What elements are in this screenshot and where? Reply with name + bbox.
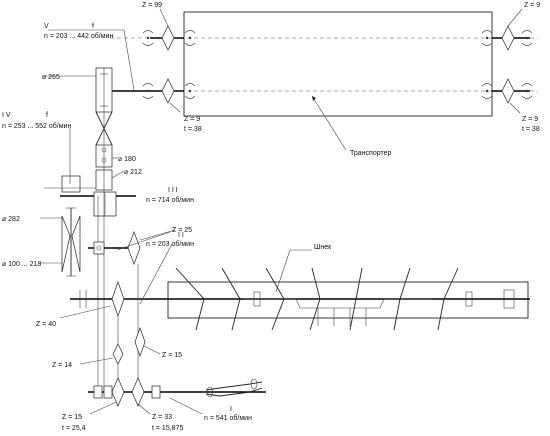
- conveyor: [100, 8, 538, 151]
- bearing-icon: [184, 83, 196, 87]
- sprocket-z15-mid: [134, 326, 146, 358]
- bearing-icon: [481, 95, 493, 99]
- bearing-icon: [184, 95, 196, 99]
- gear-shafts: [59, 229, 530, 398]
- bearing-icon: [184, 30, 196, 34]
- label-z25: Z = 25: [172, 227, 192, 234]
- bearing-icon: [521, 42, 533, 46]
- sprocket-z9-right: [501, 78, 515, 104]
- bearing-icon: [481, 42, 493, 46]
- belt-drive-stack: [40, 29, 136, 390]
- label-t38-left: t = 38: [184, 126, 202, 133]
- sprocket-z33: [131, 377, 145, 407]
- label-shaft-iv-roman: I V: [2, 112, 11, 119]
- label-shaft-iii-roman: I I I: [168, 187, 178, 194]
- label-z15-mid: Z = 15: [162, 352, 182, 359]
- label-z99: Z = 99: [142, 2, 162, 9]
- label-pulley-212: ⌀ 212: [124, 169, 142, 176]
- variator-pulley: [71, 215, 81, 273]
- label-shaft-i-speed: n = 541 об/мин: [204, 414, 252, 422]
- bearing-icon: [521, 95, 533, 99]
- bearing-icon: [521, 83, 533, 87]
- bearing-icon: [142, 95, 154, 99]
- bearing-icon: [481, 30, 493, 34]
- label-shaft-iv-f: f: [46, 112, 48, 119]
- label-conveyor: Транспортер: [350, 150, 391, 157]
- label-t25: t = 25,4: [62, 425, 86, 432]
- label-shaft-ii-speed: n = 203 об/мин: [146, 240, 194, 248]
- label-shaft-v-speed: n = 203 ... 442 об/мин: [44, 32, 113, 40]
- label-shaft-ii-roman: I I: [178, 232, 184, 239]
- label-auger: Шнек: [314, 244, 332, 251]
- label-shaft-v-f: f: [92, 23, 94, 30]
- label-pulley-100-218: ⌀ 100 ... 218: [2, 261, 41, 268]
- sprocket-z99: [161, 25, 175, 51]
- auger-housing: [167, 281, 529, 319]
- labels: Z = 99 Z = 9 V f n = 203 ... 442 об/мин …: [2, 2, 540, 432]
- label-shaft-i-roman: I: [230, 406, 232, 413]
- bearing-icon: [142, 83, 154, 87]
- label-z15-bottom: Z = 15: [62, 414, 82, 421]
- label-pulley-180: ⌀ 180: [118, 156, 136, 163]
- gear-z25: [127, 231, 141, 265]
- sprocket-z14: [112, 343, 124, 365]
- bearing-icon: [142, 42, 154, 46]
- label-pulley-265: ⌀ 265: [42, 74, 60, 81]
- auger: [167, 249, 529, 331]
- conveyor-belt-frame: [183, 11, 493, 117]
- label-pulley-282: ⌀ 282: [2, 216, 20, 223]
- label-shaft-iii-speed: n = 714 об/мин: [146, 196, 194, 204]
- label-shaft-v-roman: V: [44, 23, 49, 30]
- bearing-icon: [184, 42, 196, 46]
- sprocket-z9-top-right: [501, 25, 515, 51]
- label-z40: Z = 40: [36, 321, 56, 328]
- label-z9-right: Z = 9: [522, 116, 538, 123]
- label-z9-top-right: Z = 9: [524, 2, 540, 9]
- bearing-icon: [481, 83, 493, 87]
- label-t38-right: t = 38: [522, 126, 540, 133]
- label-t15: t = 15,875: [152, 425, 183, 432]
- pulley-282: [61, 175, 81, 193]
- label-z9-left: Z = 9: [184, 116, 200, 123]
- sprocket-z9-left: [161, 78, 175, 104]
- label-z14: Z = 14: [52, 362, 72, 369]
- bottom-drive: [88, 377, 266, 415]
- gear-z40: [111, 280, 125, 318]
- bearing-icon: [521, 30, 533, 34]
- bearing-icon: [142, 30, 154, 34]
- sprocket-z15-bottom: [111, 377, 125, 407]
- label-shaft-iv-speed: n = 253 ... 552 об/мин: [2, 122, 71, 130]
- label-z33: Z = 33: [152, 414, 172, 421]
